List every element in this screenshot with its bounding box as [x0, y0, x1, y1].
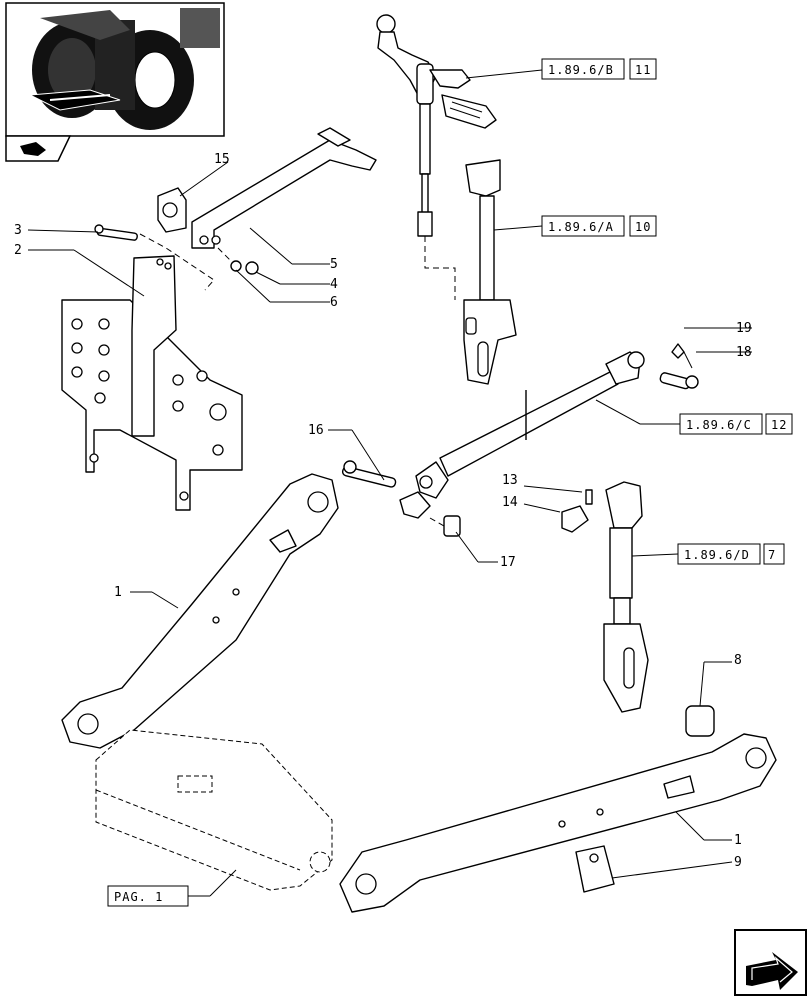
page-reference[interactable]: PAG. 1	[107, 885, 189, 907]
callout-14: 14	[502, 495, 518, 510]
lift-arm-5	[191, 127, 377, 249]
reference-c[interactable]: 1.89.6/C 12	[679, 413, 793, 435]
bushing-17	[443, 515, 461, 537]
callout-18: 18	[736, 345, 752, 360]
clip-19	[671, 343, 685, 359]
svg-text:1.89.6/C: 1.89.6/C	[686, 418, 752, 432]
callout-4: 4	[330, 277, 338, 292]
block-15	[157, 187, 187, 233]
top-link-upper-assembly	[376, 14, 497, 237]
manual-icon	[5, 135, 72, 162]
svg-text:1.89.6/D: 1.89.6/D	[684, 548, 750, 562]
bracket-2	[61, 255, 243, 511]
pin-18	[659, 372, 699, 390]
lower-link-right	[339, 733, 777, 913]
top-link-c	[399, 351, 645, 519]
ghost-frame	[95, 729, 333, 891]
svg-text:PAG. 1: PAG. 1	[114, 890, 163, 904]
callout-12: 12	[771, 418, 787, 432]
callout-19: 19	[736, 321, 752, 336]
lift-rod-d	[603, 481, 649, 713]
reference-b[interactable]: 1.89.6/B 11	[541, 58, 657, 80]
washer-6	[230, 260, 259, 275]
lift-rod-a	[463, 159, 517, 385]
pin-14	[561, 505, 589, 533]
reference-d[interactable]: 1.89.6/D 7	[677, 543, 785, 565]
clip-13	[585, 489, 593, 505]
pin-3	[94, 224, 138, 241]
lower-link-left	[61, 473, 339, 749]
pin-16	[341, 460, 397, 488]
callout-15: 15	[214, 152, 230, 167]
callout-1-right: 1	[734, 833, 742, 848]
callout-6: 6	[330, 295, 338, 310]
callout-17: 17	[500, 555, 516, 570]
callout-7: 7	[768, 548, 776, 562]
callout-1-left: 1	[114, 585, 122, 600]
callout-10: 10	[635, 220, 651, 234]
callout-2: 2	[14, 243, 22, 258]
callout-9: 9	[734, 855, 742, 870]
leader-lines	[27, 69, 752, 897]
callout-13: 13	[502, 473, 518, 488]
bushing-8	[685, 705, 715, 737]
reference-a[interactable]: 1.89.6/A 10	[541, 215, 657, 237]
callout-8: 8	[734, 653, 742, 668]
callout-16: 16	[308, 423, 324, 438]
callout-3: 3	[14, 223, 22, 238]
pin-9	[575, 845, 615, 893]
next-page-arrow-icon[interactable]	[734, 929, 807, 996]
tractor-thumbnail	[5, 2, 225, 137]
svg-text:1.89.6/A: 1.89.6/A	[548, 220, 614, 234]
callout-11: 11	[635, 63, 651, 77]
svg-text:1.89.6/B: 1.89.6/B	[548, 63, 614, 77]
callout-5: 5	[330, 257, 338, 272]
